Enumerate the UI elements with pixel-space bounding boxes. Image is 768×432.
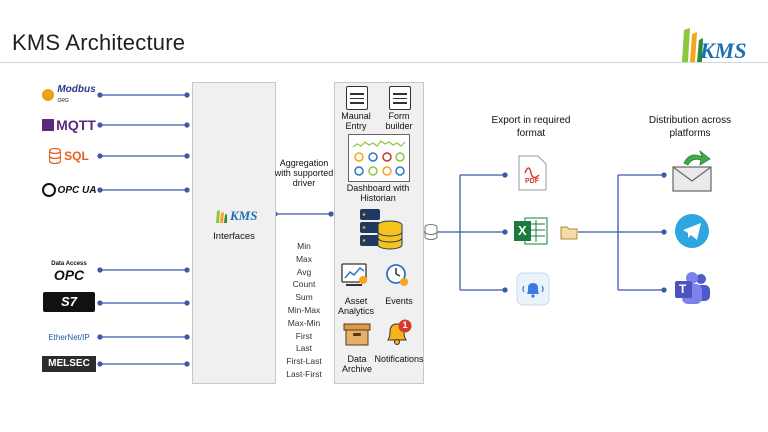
sql-label: SQL [64,149,89,163]
manual-entry-label: Maunal Entry [341,111,371,131]
folder-icon [560,224,578,240]
archive-box-icon [343,322,371,346]
aggregation-item: Last-First [286,368,322,379]
kms-logo [674,22,764,66]
aggregation-item: Avg [296,266,312,277]
alert-app-icon [516,272,550,306]
mqtt-label: MQTT [56,117,96,133]
s7-label: S7 [43,292,95,312]
opc-da-logo: Data Access OPC [38,259,100,283]
historian-database-icon [358,207,404,251]
teams-icon: T [674,272,712,306]
aggregation-list: Min Max Avg Count Sum Min-Max Max-Min Fi… [274,240,334,381]
export-heading: Export in required format [491,115,571,139]
title-divider [0,62,768,63]
notifications-label: Notifications [374,354,424,364]
opc-da-label: OPC [53,267,85,283]
interfaces-logo-text: KMS [230,208,258,223]
melsec-label: MELSEC [42,356,96,372]
page-title: KMS Architecture [12,30,186,55]
modbus-icon [42,89,55,101]
modbus-label: Modbus [57,83,96,95]
logo-text: KMS [700,38,747,63]
storage-icon [424,224,438,240]
aggregation-heading: Aggregation with supported driver [274,158,334,188]
manual-entry-icon [346,86,368,110]
aggregation-item: Last [295,343,313,354]
opcua-icon [41,183,56,197]
events-label: Events [385,296,413,306]
events-clock-icon [385,263,409,287]
interfaces-panel [192,82,276,384]
aggregation-item: Count [292,279,316,290]
aggregation-item: Max [295,253,313,264]
mqtt-icon [42,119,55,131]
aggregation-item: First-Last [286,356,322,367]
siemens-s7-logo: S7 [38,291,100,313]
opc-da-caption: Data Access [51,261,87,267]
notification-count: 1 [402,320,408,330]
ethernetip-logo: EtherNet/IP [48,332,90,342]
modbus-sub-label: ORG [57,97,69,104]
interfaces-label: Interfaces [213,231,255,242]
dashboard-label: Dashboard with Historian [346,183,410,203]
excel-label: X [518,223,527,238]
sql-logo: SQL [38,145,100,167]
opcua-label: OPC UA [57,184,97,196]
notification-bell-icon: 1 [384,318,414,348]
pdf-icon: PDF [515,155,549,191]
pdf-label: PDF [525,178,539,185]
form-builder-label: Form builder [385,111,413,131]
aggregation-item: Min [297,241,311,251]
asset-analytics-label: Asset Analytics [337,296,374,316]
database-icon [49,148,62,164]
aggregation-item: Max-Min [287,317,321,328]
melsec-logo: MELSEC [38,353,100,375]
mqtt-logo: MQTT [38,114,100,136]
asset-analytics-icon [341,262,369,288]
form-builder-icon [389,86,411,110]
dashboard-icon [348,134,410,182]
data-archive-label: Data Archive [341,354,372,374]
aggregation-item: Min-Max [287,304,321,315]
opcua-logo: OPC UA [38,179,100,201]
email-icon [670,149,716,195]
excel-icon: X [513,216,549,246]
aggregation-item: First [295,330,313,341]
modbus-logo: Modbus ORG [38,84,100,106]
distribution-heading: Distribution across platforms [648,115,732,139]
telegram-icon [674,213,710,249]
teams-label: T [679,282,687,296]
interfaces-kms-logo: KMS [215,208,258,224]
aggregation-item: Sum [295,292,313,303]
